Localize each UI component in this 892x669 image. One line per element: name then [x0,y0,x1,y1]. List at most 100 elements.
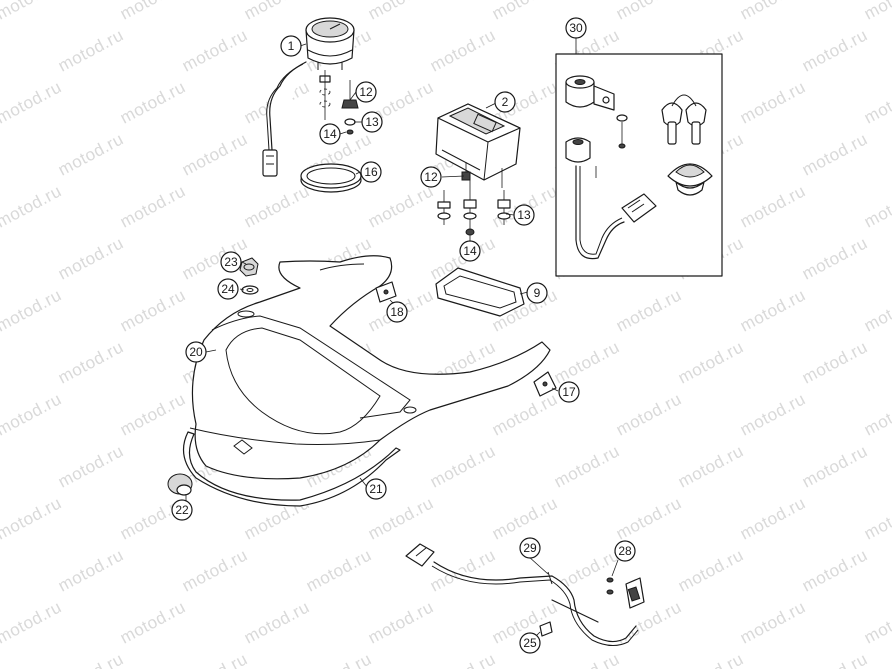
watermark-text: motod.ru [737,77,809,127]
callout-30: 30 [565,17,587,39]
callout-label: 20 [189,345,203,359]
callout-18: 18 [386,301,408,323]
callout-label: 28 [618,544,632,558]
watermark-text: motod.ru [0,285,65,335]
callout-label: 24 [221,282,235,296]
part-trim-strip-21 [182,431,401,507]
callout-label: 14 [323,127,337,141]
watermark-text: motod.ru [799,129,871,179]
watermark-text: motod.ru [737,493,809,543]
watermark-text: motod.ru [55,441,127,491]
part-wiring-harness [405,543,645,646]
watermark-text: motod.ru [55,25,127,75]
watermark-text: motod.ru [55,545,127,595]
callout-label: 25 [523,636,537,650]
part-plug-22 [167,473,193,506]
callout-label: 12 [359,85,373,99]
watermark-text: motod.ru [613,493,685,543]
watermark-text: motod.ru [737,285,809,335]
watermark-text: motod.ru [737,597,809,647]
watermark-text: motod.ru [737,181,809,231]
kit-box-30 [555,38,723,277]
watermark-text: motod.ru [0,77,65,127]
callout-2: 2 [494,91,516,113]
watermark-text: motod.ru [675,545,747,595]
watermark-text: motod.ru [179,25,251,75]
watermark-text: motod.ru [861,77,892,127]
watermark-text: motod.ru [55,233,127,283]
watermark-text: motod.ru [0,389,65,439]
watermark-text: motod.ru [55,129,127,179]
watermark-text: motod.ru [427,25,499,75]
watermark-text: motod.ru [0,129,3,179]
watermark-text: motod.ru [117,0,189,24]
callout-9: 9 [526,282,548,304]
watermark-text: motod.ru [427,441,499,491]
callout-14-display: 14 [459,240,481,262]
callout-22: 22 [171,499,193,521]
watermark-text: motod.ru [675,337,747,387]
watermark-text: motod.ru [799,649,871,669]
watermark-text: motod.ru [861,389,892,439]
part-bracket-18 [375,281,397,303]
watermark-text: motod.ru [613,389,685,439]
callout-label: 9 [534,286,541,300]
watermark-text: motod.ru [799,337,871,387]
watermark-text: motod.ru [799,545,871,595]
watermark-text: motod.ru [551,337,623,387]
callout-label: 14 [463,244,477,258]
callout-label: 13 [365,115,379,129]
callout-label: 23 [224,255,238,269]
watermark-text: motod.ru [365,493,437,543]
callout-label: 21 [369,482,383,496]
watermark-text: motod.ru [179,649,251,669]
watermark-text: motod.ru [861,493,892,543]
callout-12-gauge: 12 [355,81,377,103]
callout-21: 21 [365,478,387,500]
callout-23: 23 [220,251,242,273]
watermark-text: motod.ru [0,233,3,283]
callout-1: 1 [280,35,302,57]
watermark-text: motod.ru [55,337,127,387]
watermark-text: motod.ru [799,25,871,75]
watermark-text: motod.ru [861,0,892,24]
watermark-text: motod.ru [117,77,189,127]
callout-label: 30 [569,21,583,35]
watermark-text: motod.ru [551,441,623,491]
callout-14-gauge: 14 [319,123,341,145]
part-nut-23-washer-24 [239,257,259,295]
callout-13-display: 13 [513,204,535,226]
watermark-text: motod.ru [365,181,437,231]
watermark-text: motod.ru [613,0,685,24]
watermark-text: motod.ru [861,597,892,647]
watermark-text: motod.ru [0,181,65,231]
watermark-text: motod.ru [551,649,623,669]
part-digital-display [435,103,521,188]
watermark-text: motod.ru [675,649,747,669]
callout-label: 1 [288,39,295,53]
watermark-text: motod.ru [0,441,3,491]
part-gauge-hardware [319,70,359,135]
watermark-text: motod.ru [365,597,437,647]
watermark-text: motod.ru [0,649,3,669]
watermark-text: motod.ru [613,285,685,335]
callout-label: 16 [364,165,378,179]
callout-label: 17 [562,385,576,399]
callout-17: 17 [558,381,580,403]
watermark-text: motod.ru [55,649,127,669]
watermark-text: motod.ru [0,597,65,647]
part-fairing [189,255,551,480]
watermark-text: motod.ru [365,0,437,24]
watermark-text: motod.ru [799,233,871,283]
callout-20: 20 [185,341,207,363]
watermark-text: motod.ru [303,545,375,595]
watermark-text: motod.ru [117,181,189,231]
callout-16: 16 [360,161,382,183]
watermark-text: motod.ru [117,285,189,335]
watermark-text: motod.ru [241,181,313,231]
watermark-text: motod.ru [737,0,809,24]
callout-29: 29 [519,537,541,559]
callout-28: 28 [614,540,636,562]
watermark-text: motod.ru [861,181,892,231]
